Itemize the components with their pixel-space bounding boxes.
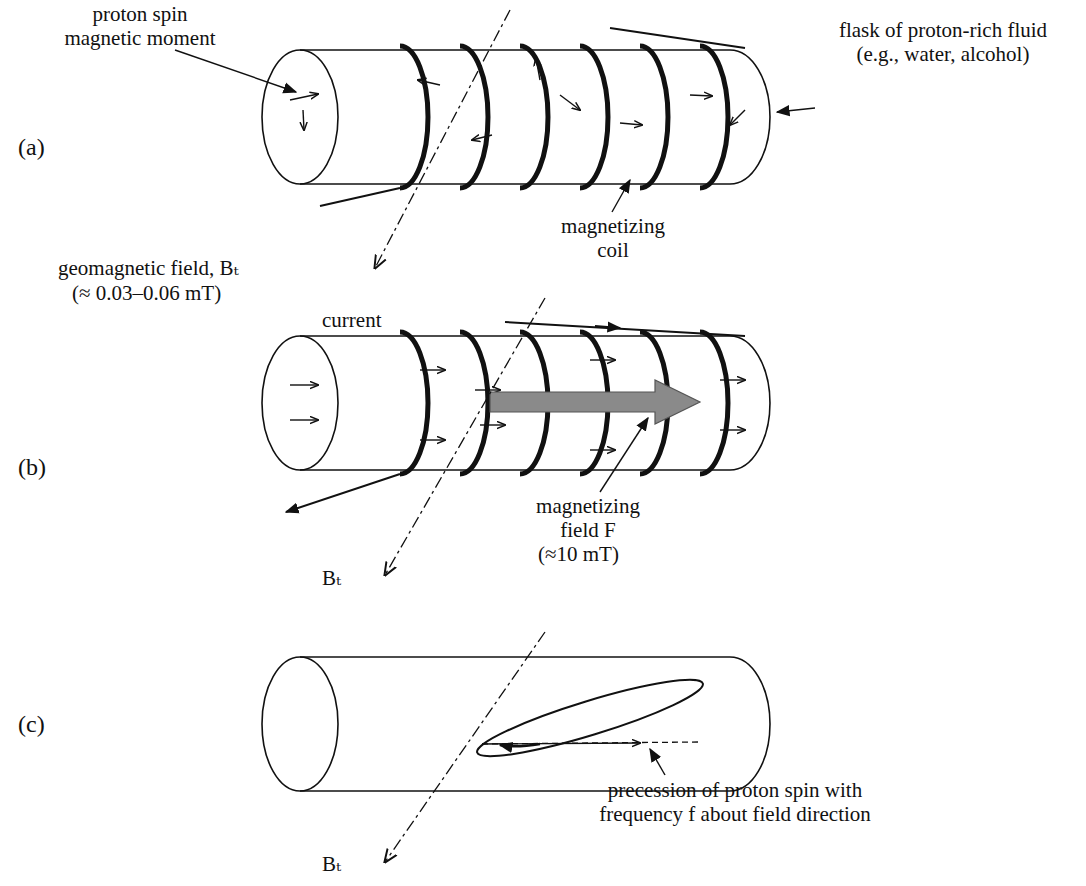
spin-arrows-b: [290, 360, 745, 450]
leader-line: [650, 749, 665, 775]
callout-label: precession of proton spin with frequency…: [585, 778, 885, 826]
field-label: geomagnetic field, Bₜ: [58, 256, 239, 280]
field-value: (≈10 mT): [538, 542, 619, 566]
field-value: (≈ 0.03–0.06 mT): [72, 281, 221, 305]
field-label: Bₜ: [322, 852, 341, 876]
current-leads-b: [286, 322, 745, 512]
callout-label: magnetizing coil: [548, 214, 678, 262]
magnetizing-field-arrow: [490, 380, 700, 424]
geomagnetic-field-axis: [385, 298, 545, 575]
panel-tag: (c): [18, 712, 45, 736]
field-label: Bₜ: [322, 566, 341, 590]
flask-a: [262, 50, 770, 184]
current-label: current: [322, 308, 381, 332]
precession-cone: [472, 667, 708, 769]
callout-label: flask of proton-rich fluid (e.g., water,…: [818, 18, 1068, 66]
coil-leads-a: [320, 28, 745, 206]
geomagnetic-field-axis: [375, 10, 510, 268]
callout-label: proton spin magnetic moment: [55, 2, 225, 50]
coil-windings-a: [400, 46, 728, 188]
leader-lines-a: [175, 50, 815, 212]
flask-c: [262, 657, 770, 791]
callout-label: magnetizing field F: [528, 494, 648, 542]
geomagnetic-field-axis: [385, 632, 545, 862]
flask-b: [262, 336, 770, 470]
panel-tag: (b): [18, 455, 46, 479]
spin-vector-base: [482, 742, 698, 744]
panel-tag: (a): [18, 135, 45, 159]
spin-arrows-a: [290, 58, 745, 140]
spin-vector: [482, 743, 640, 744]
coil-windings-b: [400, 332, 728, 474]
leader-line: [600, 418, 648, 492]
